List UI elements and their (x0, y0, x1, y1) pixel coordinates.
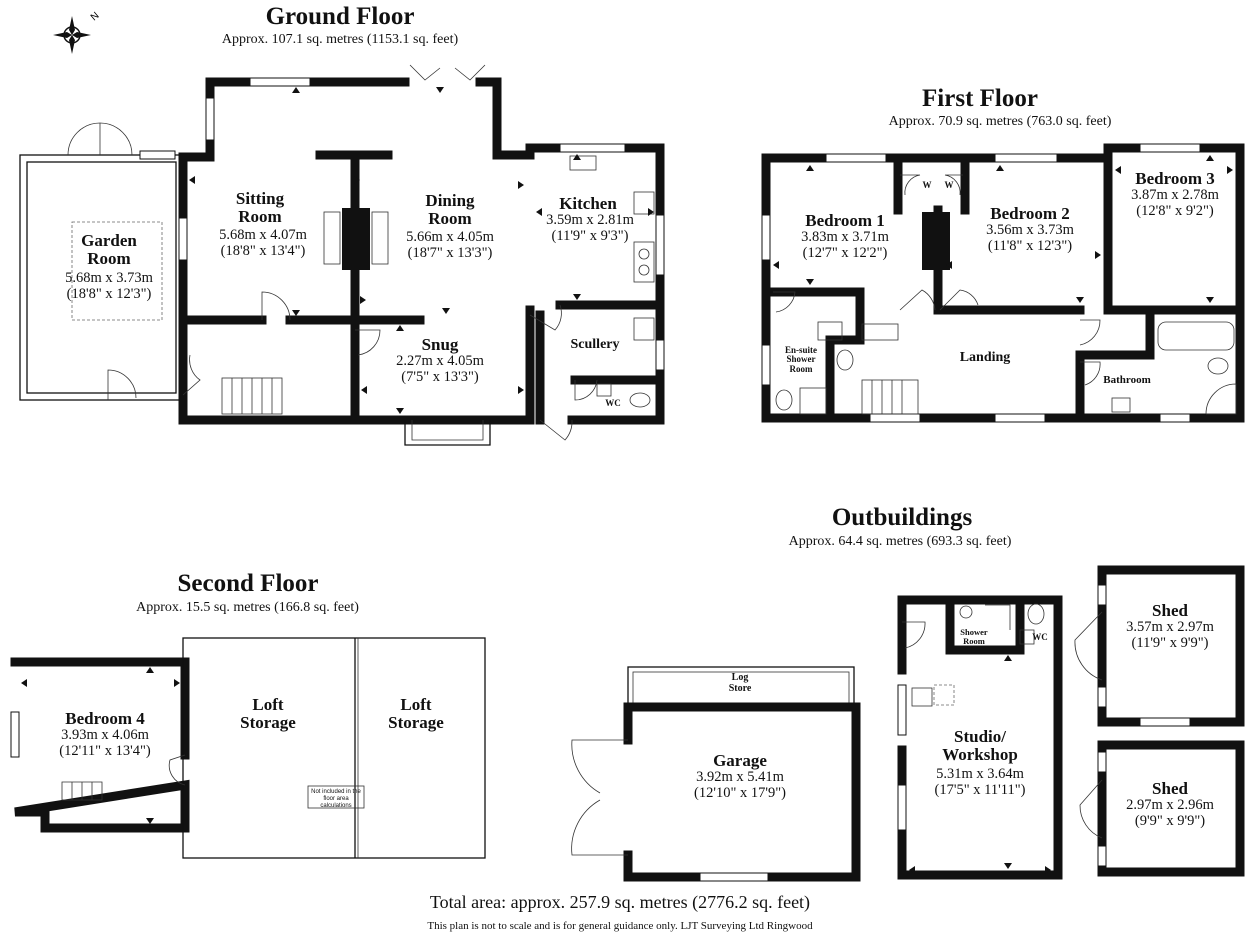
shed-1-name: Shed (1152, 601, 1188, 620)
shed-2-imperial: (9'9" x 9'9") (1134, 813, 1206, 829)
svg-text:N: N (89, 10, 102, 23)
outbuildings-area: Approx. 64.4 sq. metres (693.3 sq. feet) (788, 534, 1012, 549)
dining-room-name: Dining Room (425, 191, 475, 228)
bedroom-4-imperial: (12'11" x 13'4") (59, 743, 151, 759)
second-floor-plan (10, 637, 486, 859)
studio-shower-room-name: Shower Room (960, 627, 988, 646)
loft-note: Not included in the floor area calculati… (311, 789, 361, 810)
bedroom-1-imperial: (12'7" x 12'2") (802, 245, 888, 261)
bedroom-1-name: Bedroom 1 (805, 211, 885, 230)
shed-2-name: Shed (1152, 779, 1188, 798)
disclaimer: This plan is not to scale and is for gen… (427, 920, 813, 932)
bedroom-1-metric: 3.83m x 3.71m (801, 229, 889, 245)
shed-1-metric: 3.57m x 2.97m (1126, 619, 1214, 635)
bedroom-3-metric: 3.87m x 2.78m (1131, 187, 1219, 203)
loft-storage-1-name: Loft Storage (240, 695, 296, 732)
bedroom-2-name: Bedroom 2 (990, 204, 1070, 223)
second-floor-title: Second Floor (177, 570, 319, 597)
second-floor-area: Approx. 15.5 sq. metres (166.8 sq. feet) (136, 600, 359, 615)
garden-room-name: Garden Room (81, 231, 137, 268)
garage-metric: 3.92m x 5.41m (696, 769, 784, 785)
studio-metric: 5.31m x 3.64m (936, 766, 1024, 782)
dining-room-metric: 5.66m x 4.05m (406, 229, 494, 245)
ground-wc-name: WC (605, 398, 621, 408)
first-floor-area: Approx. 70.9 sq. metres (763.0 sq. feet) (888, 114, 1112, 129)
bedroom-4-metric: 3.93m x 4.06m (61, 727, 149, 743)
wardrobe-2-label: W (944, 180, 954, 190)
bedroom-3-imperial: (12'8" x 9'2") (1136, 203, 1214, 219)
compass-rose-icon: N (53, 10, 101, 54)
wardrobe-1-label: W (922, 180, 932, 190)
garden-room-imperial: (18'8" x 12'3") (66, 286, 152, 302)
garden-room-metric: 5.68m x 3.73m (65, 270, 153, 286)
kitchen-name: Kitchen (559, 194, 617, 213)
bathroom-name: Bathroom (1103, 374, 1151, 386)
ensuite-name: En-suite Shower Room (784, 345, 817, 374)
bedroom-2-metric: 3.56m x 3.73m (986, 222, 1074, 238)
dining-room-imperial: (18'7" x 13'3") (407, 245, 493, 261)
kitchen-metric: 3.59m x 2.81m (546, 212, 634, 228)
total-area: Total area: approx. 257.9 sq. metres (27… (429, 892, 811, 912)
kitchen-imperial: (11'9" x 9'3") (551, 228, 629, 244)
outbuildings-title: Outbuildings (831, 504, 973, 531)
shed-1-imperial: (11'9" x 9'9") (1131, 635, 1209, 651)
bedroom-2-imperial: (11'8" x 12'3") (987, 238, 1073, 254)
loft-storage-2-name: Loft Storage (388, 695, 444, 732)
first-floor-plan (761, 143, 1245, 423)
studio-name: Studio/ Workshop (942, 727, 1018, 764)
first-floor-title: First Floor (922, 85, 1038, 112)
bedroom-3-name: Bedroom 3 (1135, 169, 1215, 188)
garage-name: Garage (713, 751, 767, 770)
shed-2-metric: 2.97m x 2.96m (1126, 797, 1214, 813)
snug-metric: 2.27m x 4.05m (396, 353, 484, 369)
snug-name: Snug (421, 335, 459, 354)
sitting-room-metric: 5.68m x 4.07m (219, 227, 307, 243)
log-store-name: Log Store (728, 672, 752, 694)
studio-imperial: (17'5" x 11'11") (934, 782, 1026, 798)
outbuildings-plan (571, 565, 1245, 882)
studio-wc-name: WC (1032, 632, 1048, 642)
sitting-room-imperial: (18'8" x 13'4") (220, 243, 306, 259)
ground-floor-title: Ground Floor (265, 3, 415, 30)
garage-imperial: (12'10" x 17'9") (694, 785, 786, 801)
sitting-room-name: Sitting Room (235, 189, 285, 226)
ground-floor-plan (19, 64, 665, 446)
scullery-name: Scullery (570, 337, 620, 352)
ground-floor-area: Approx. 107.1 sq. metres (1153.1 sq. fee… (221, 32, 459, 47)
landing-name: Landing (959, 350, 1011, 365)
bedroom-4-name: Bedroom 4 (65, 709, 145, 728)
snug-imperial: (7'5" x 13'3") (401, 369, 479, 385)
